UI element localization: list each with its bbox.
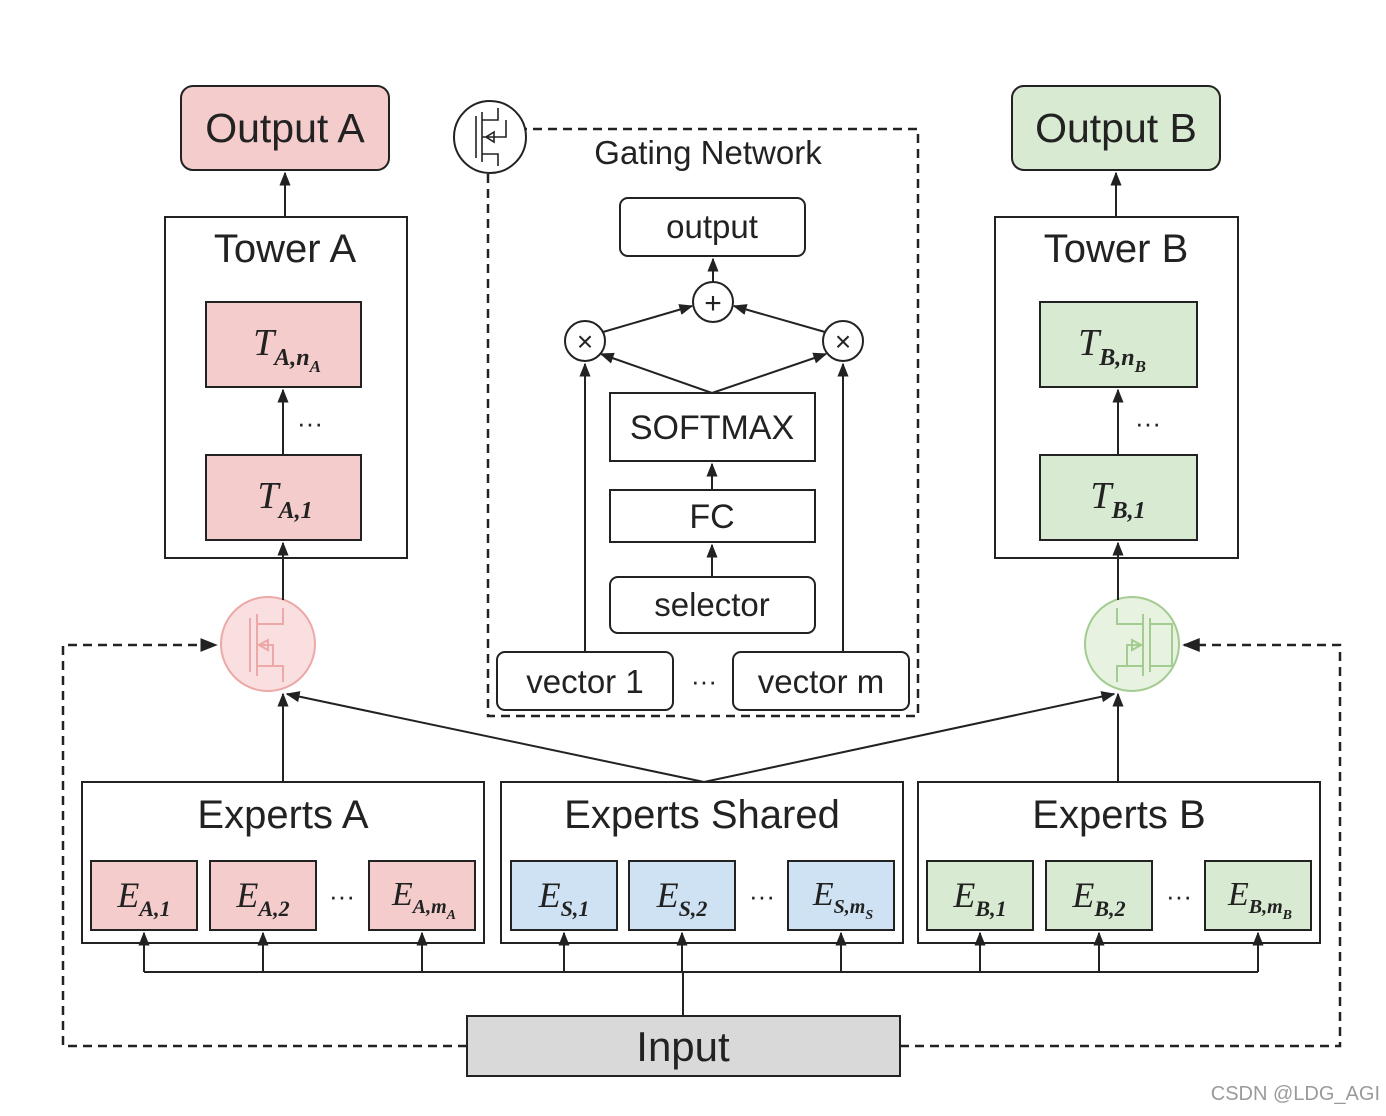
expert-a-1-label: EA,1 bbox=[116, 875, 170, 921]
main-connectors bbox=[138, 691, 1264, 1016]
tower-a-layer-dots: ··· bbox=[297, 408, 323, 438]
gating-output-box bbox=[619, 197, 806, 257]
expert-s-1-label: ES,1 bbox=[538, 875, 590, 921]
expert-a-1 bbox=[90, 860, 198, 931]
input-box bbox=[466, 1015, 901, 1077]
tower-a-title: Tower A bbox=[214, 227, 357, 271]
gating-connectors bbox=[579, 257, 849, 652]
expert-s-m bbox=[787, 860, 895, 931]
tower-a-layer-top-label: TA,nA bbox=[253, 322, 321, 376]
fc-label: FC bbox=[689, 498, 734, 536]
tower-a-layer-top bbox=[205, 301, 362, 388]
tower-a-layer-bottom bbox=[205, 454, 362, 541]
tower-a-layer-bottom-label: TA,1 bbox=[257, 475, 312, 524]
watermark-text: CSDN @LDG_AGI bbox=[1211, 1083, 1380, 1105]
expert-s-1 bbox=[510, 860, 618, 931]
experts-shared-group: Experts Shared ES,1 ES,2 ··· ES,mS bbox=[500, 781, 904, 944]
expert-s-2-label: ES,2 bbox=[656, 875, 708, 921]
expert-a-2 bbox=[209, 860, 317, 931]
tower-b-layer-dots: ··· bbox=[1135, 408, 1161, 438]
experts-b-group: Experts B EB,1 EB,2 ··· EB,mB bbox=[917, 781, 1321, 944]
gate-a-icon bbox=[220, 596, 316, 692]
multiply-symbol-left: × bbox=[577, 326, 593, 357]
gating-network-panel: Gating Network output + × × SOFTMAX FC s… bbox=[453, 100, 920, 718]
expert-s-2 bbox=[628, 860, 736, 931]
expert-b-2 bbox=[1045, 860, 1153, 931]
gate-icon bbox=[453, 100, 527, 174]
expert-b-1-label: EB,1 bbox=[952, 875, 1006, 921]
task-b-column: Output B Tower B TB,nB ··· TB,1 bbox=[994, 85, 1239, 692]
task-a-column: Output A Tower A TA,nA ··· TA,1 bbox=[164, 85, 408, 692]
experts-shared-title: Experts Shared bbox=[564, 793, 840, 837]
expert-a-m bbox=[368, 860, 476, 931]
tower-b-title: Tower B bbox=[1044, 227, 1189, 271]
output-a-label: Output A bbox=[205, 105, 365, 151]
expert-a-2-label: EA,2 bbox=[235, 875, 289, 921]
output-b-label: Output B bbox=[1035, 105, 1197, 151]
output-b-box bbox=[1011, 85, 1221, 171]
selector-label: selector bbox=[654, 586, 770, 623]
experts-shared-dots: ··· bbox=[749, 881, 775, 911]
tower-b-layer-bottom bbox=[1039, 454, 1198, 541]
expert-b-m-label: EB,mB bbox=[1227, 876, 1292, 923]
gating-output-label: output bbox=[666, 208, 758, 245]
gate-b-icon bbox=[1084, 596, 1180, 692]
multiply-node-left bbox=[564, 320, 606, 362]
experts-b-title: Experts B bbox=[1032, 793, 1205, 837]
tower-b-layer-top bbox=[1039, 301, 1198, 388]
expert-b-1 bbox=[926, 860, 1034, 931]
expert-s-m-label: ES,mS bbox=[812, 876, 873, 923]
multiply-symbol-right: × bbox=[835, 326, 851, 357]
multiply-node-right bbox=[822, 320, 864, 362]
vector-first-label: vector 1 bbox=[526, 663, 643, 700]
expert-a-m-label: EA,mA bbox=[391, 876, 456, 923]
sum-symbol: + bbox=[704, 287, 722, 320]
softmax-label: SOFTMAX bbox=[630, 409, 794, 447]
vector-dots: ··· bbox=[691, 666, 717, 696]
experts-a-dots: ··· bbox=[329, 881, 355, 911]
expert-b-m bbox=[1204, 860, 1312, 931]
gating-network-title: Gating Network bbox=[594, 134, 822, 171]
experts-a-title: Experts A bbox=[197, 793, 369, 837]
vector-last-box bbox=[732, 651, 910, 711]
experts-b-dots: ··· bbox=[1166, 881, 1192, 911]
tower-b-layer-top-label: TB,nB bbox=[1078, 322, 1146, 376]
tower-b-layer-bottom-label: TB,1 bbox=[1090, 475, 1145, 524]
vector-last-label: vector m bbox=[758, 663, 885, 700]
experts-a-group: Experts A EA,1 EA,2 ··· EA,mA bbox=[81, 781, 485, 944]
input-label: Input bbox=[636, 1023, 730, 1070]
gate-input-dashed-lines bbox=[61, 638, 1342, 1048]
expert-b-2-label: EB,2 bbox=[1071, 875, 1125, 921]
output-a-box bbox=[180, 85, 390, 171]
